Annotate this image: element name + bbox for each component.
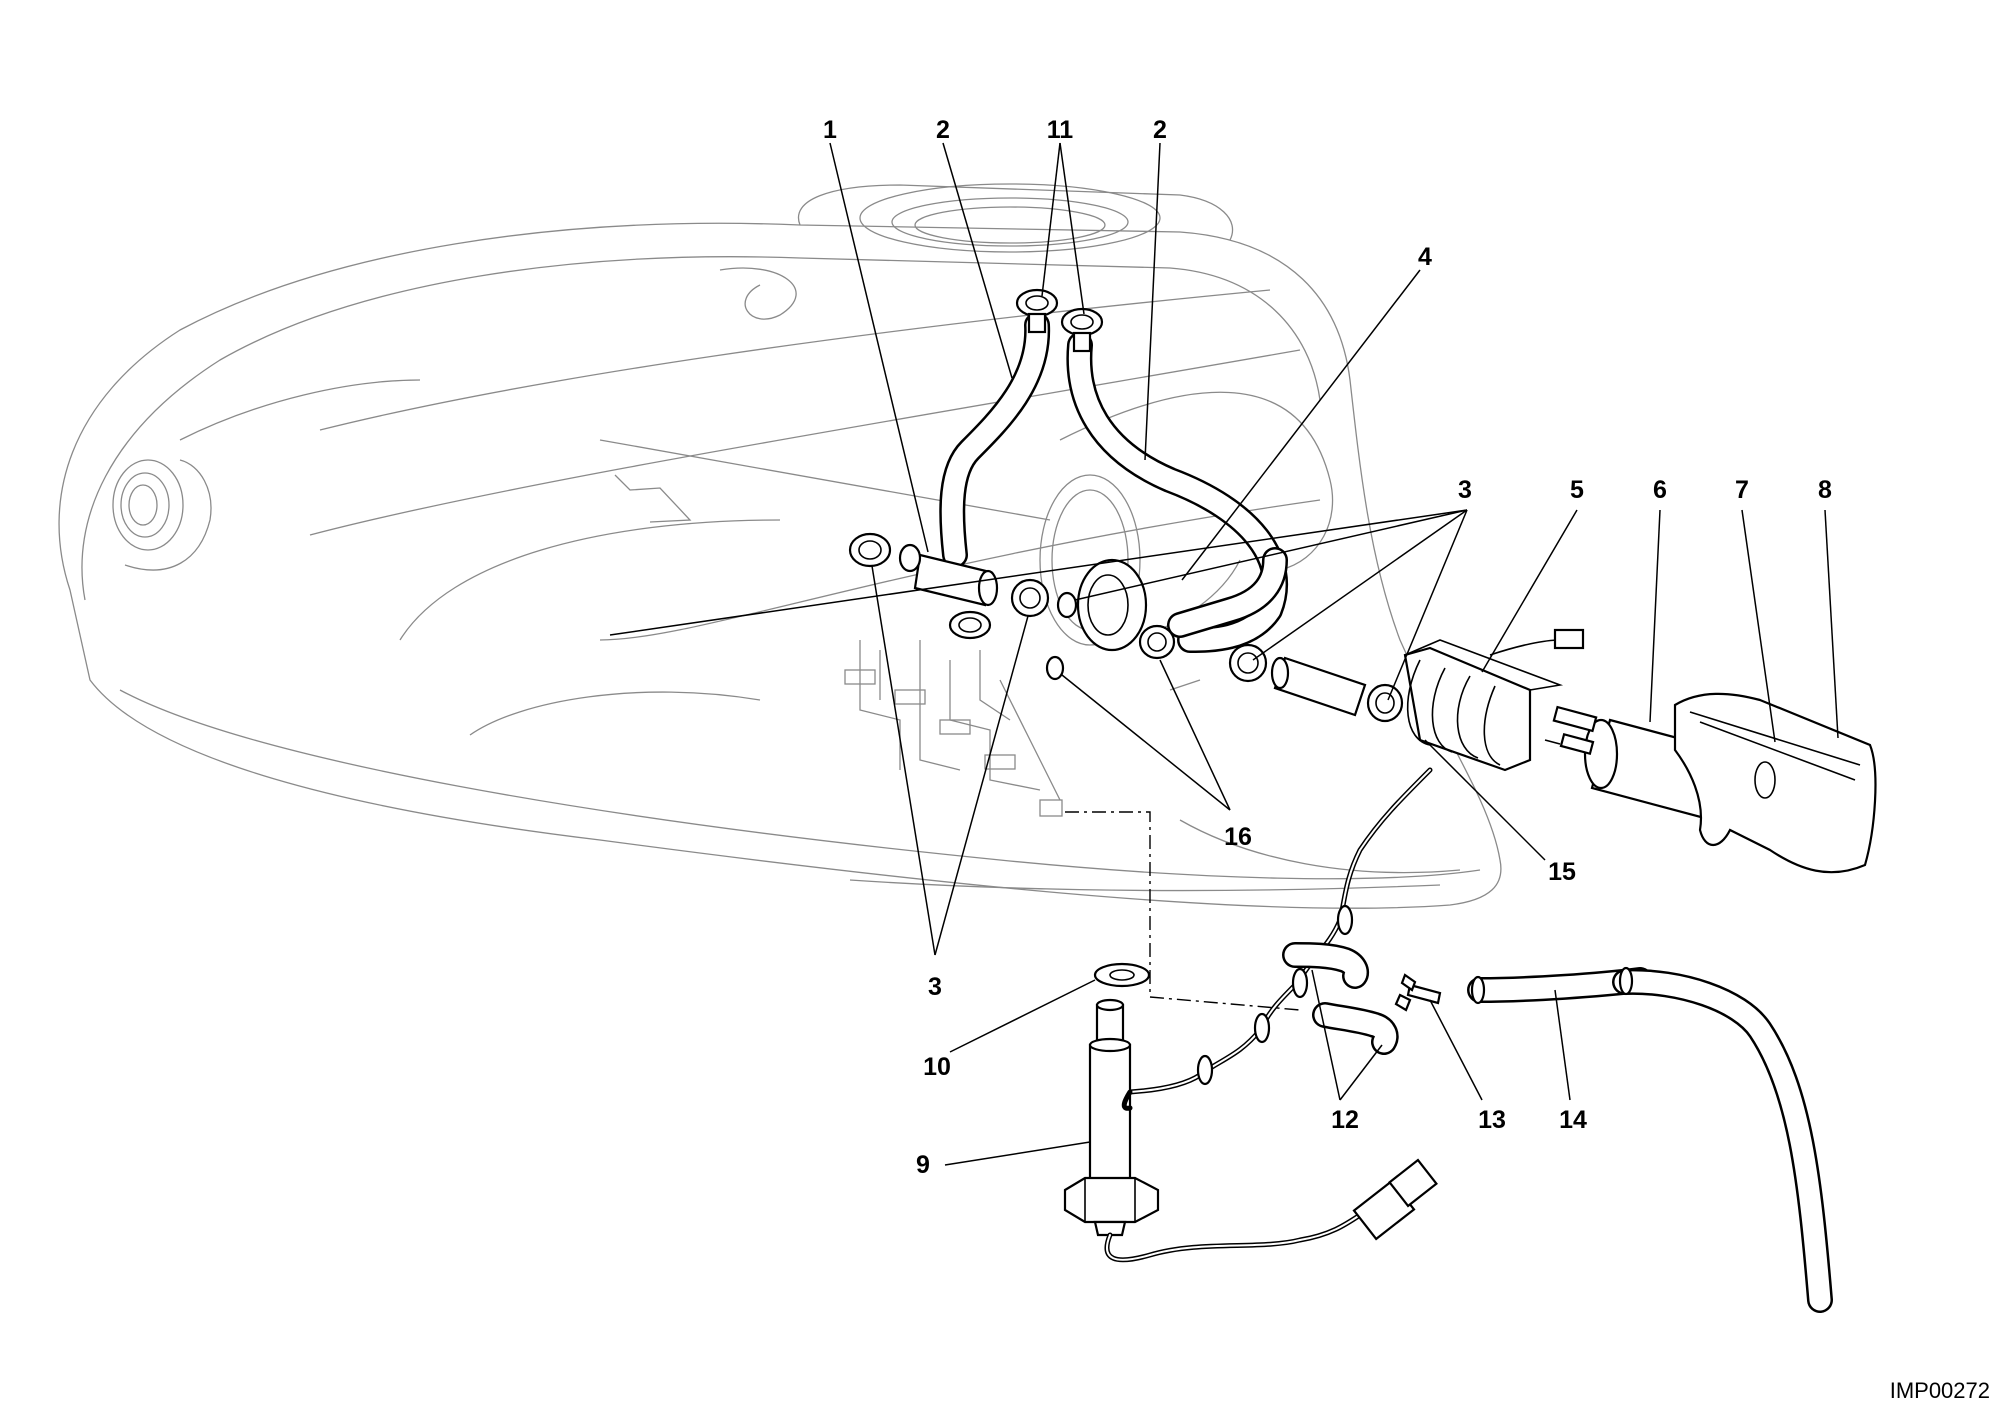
callout-11: 11 [1047, 116, 1074, 144]
callout-5: 5 [1570, 476, 1584, 504]
callout-1: 1 [823, 116, 837, 144]
callout-12: 12 [1331, 1106, 1359, 1134]
ring-16-b [1045, 655, 1065, 681]
washer-10 [1093, 962, 1151, 988]
clamp-3-c [948, 610, 992, 640]
callout-3-top: 3 [1458, 476, 1472, 504]
callout-13: 13 [1478, 1106, 1506, 1134]
fuel-tank-outline [58, 183, 1502, 909]
ring-a [898, 543, 922, 573]
callout-labels: 1 2 11 2 4 3 5 6 7 8 16 15 3 10 12 13 14… [823, 116, 1832, 1179]
callout-15: 15 [1548, 858, 1576, 886]
hose-2-right [1066, 332, 1288, 653]
clamp-3-d [1228, 643, 1268, 683]
callout-4: 4 [1418, 243, 1432, 271]
callout-3-bottom: 3 [928, 973, 942, 1001]
callout-16: 16 [1224, 823, 1252, 851]
hose-15 [1270, 656, 1367, 717]
leader-lines [609, 142, 1839, 1166]
level-sender-9 [1063, 998, 1438, 1263]
clamp-3-a [848, 532, 892, 568]
pump-support-5 [1403, 628, 1585, 772]
pump-flange [1076, 558, 1148, 652]
hose-2-left [939, 312, 1051, 568]
connection-dashed-line [1065, 811, 1301, 1011]
hose-14 [1467, 966, 1833, 1313]
elbow-12-lower [1312, 1002, 1399, 1055]
clamp-16-a [1138, 624, 1176, 660]
filter-8 [1673, 692, 1877, 874]
callout-2-left: 2 [936, 116, 950, 144]
hose-4 [1167, 547, 1288, 638]
image-code: IMP00272 [1890, 1378, 1990, 1403]
fitting-11-right [1060, 307, 1104, 353]
fitting-11-left [1015, 288, 1059, 334]
tee-13 [1394, 973, 1442, 1012]
callout-10: 10 [923, 1053, 951, 1081]
callout-7: 7 [1735, 476, 1749, 504]
clamp-3-e [1366, 683, 1404, 723]
ring-b [1056, 591, 1078, 619]
clamp-3-b [1010, 578, 1050, 618]
callout-2-right: 2 [1153, 116, 1167, 144]
hose-1 [913, 553, 999, 607]
callout-14: 14 [1559, 1106, 1587, 1134]
wiring-harness [1127, 767, 1433, 1095]
callout-9: 9 [916, 1151, 930, 1179]
elbow-12-upper [1282, 942, 1369, 989]
callout-6: 6 [1653, 476, 1667, 504]
callout-8: 8 [1818, 476, 1832, 504]
